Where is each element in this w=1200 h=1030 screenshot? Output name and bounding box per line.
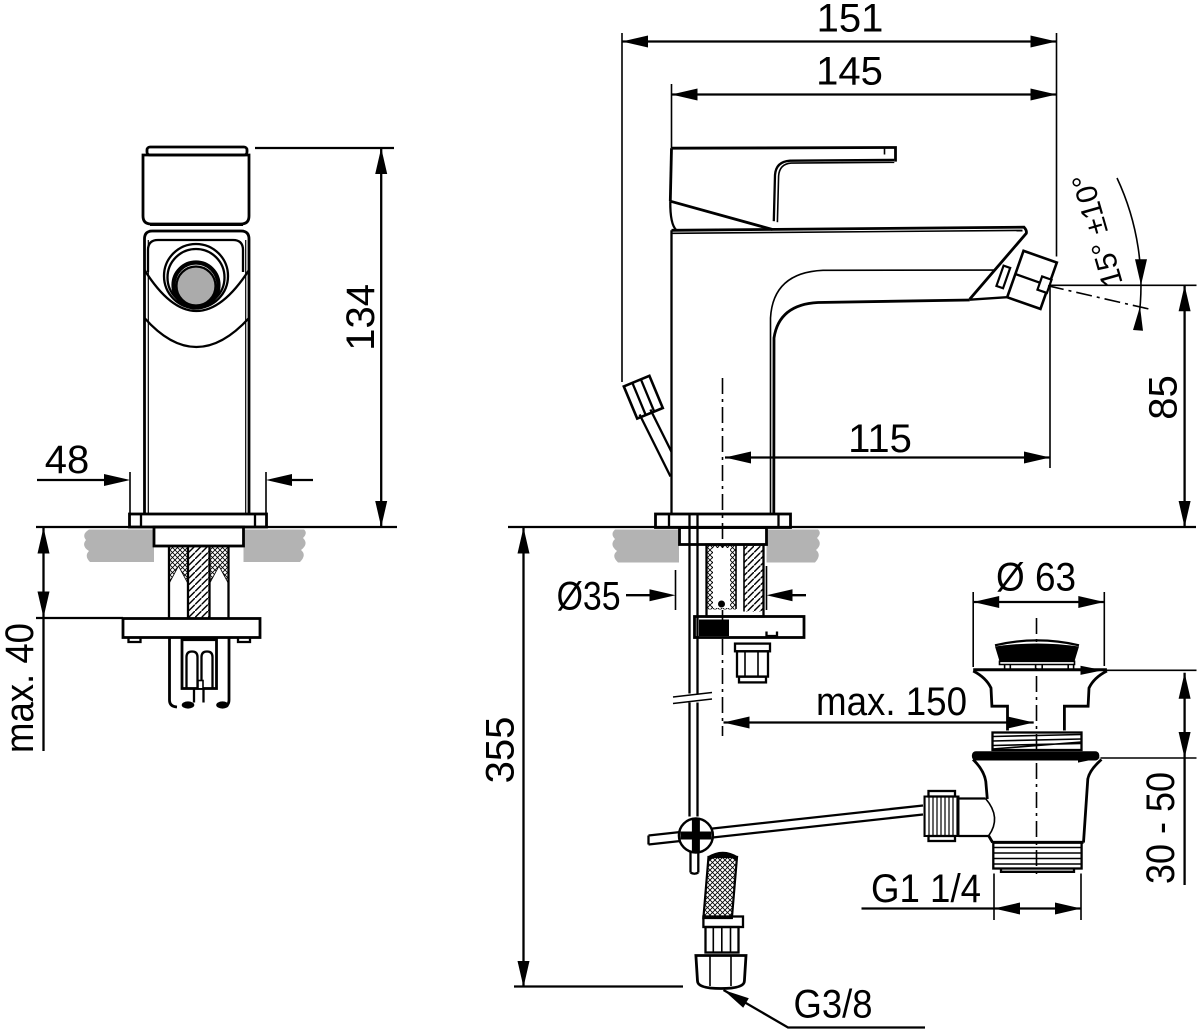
svg-text:145: 145 [816,49,883,93]
svg-text:G3/8: G3/8 [794,983,873,1027]
svg-text:30 - 50: 30 - 50 [1139,772,1183,884]
svg-text:Ø35: Ø35 [557,575,621,619]
svg-text:max. 40: max. 40 [0,623,42,753]
svg-text:max. 150: max. 150 [816,680,967,724]
svg-text:G1 1/4: G1 1/4 [871,867,981,911]
svg-text:85: 85 [1142,375,1186,420]
svg-text:151: 151 [817,0,884,41]
svg-text:355: 355 [479,717,523,784]
svg-text:115: 115 [848,417,912,461]
svg-text:134: 134 [339,284,383,351]
svg-text:48: 48 [45,438,90,482]
svg-text:Ø 63: Ø 63 [996,556,1076,600]
